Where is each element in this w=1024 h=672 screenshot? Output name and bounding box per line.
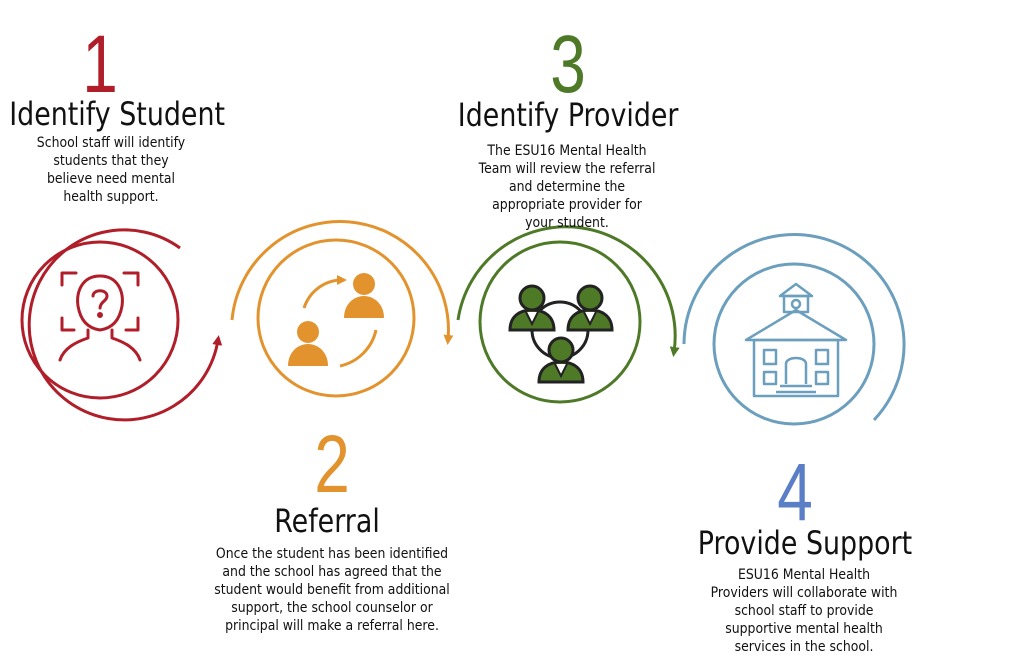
schoolhouse-icon: [744, 282, 848, 398]
step-2-title: Referral: [274, 502, 380, 540]
provider-team-icon: [508, 284, 614, 384]
step-3-ring: [456, 225, 680, 404]
step-1-title: Identify Student: [9, 95, 226, 133]
step-1-number: 1: [82, 19, 118, 110]
referral-exchange-icon: [288, 273, 384, 368]
step-2-number: 2: [314, 419, 350, 510]
step-3-title: Identify Provider: [457, 96, 679, 134]
step-4-title: Provide Support: [697, 524, 913, 562]
step-1-description: School staff will identify students that…: [36, 135, 186, 205]
person-question-icon: [58, 271, 142, 362]
step-1-ring: [20, 228, 223, 422]
step-4-description: ESU16 Mental Health Providers will colla…: [710, 567, 898, 655]
step-3-description: The ESU16 Mental Health Team will review…: [478, 143, 656, 231]
step-2-description: Once the student has been identified and…: [214, 546, 450, 634]
step-3-number: 3: [550, 19, 586, 110]
step-2-ring: [230, 220, 454, 398]
step-4-number: 4: [777, 447, 813, 538]
step-4-ring: [682, 233, 906, 426]
